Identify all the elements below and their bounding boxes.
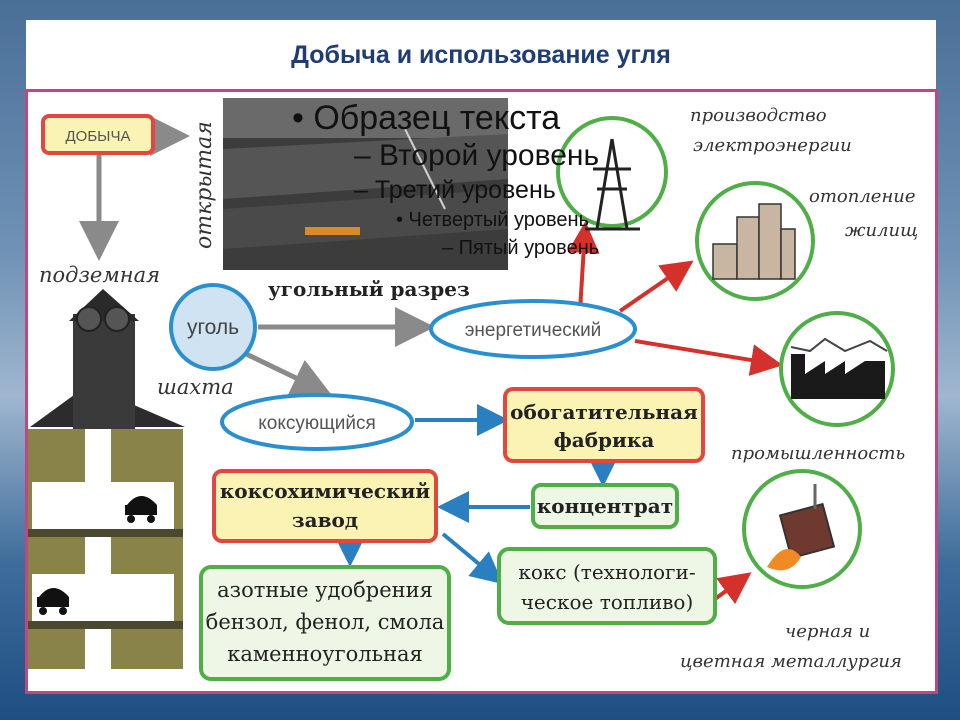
placeholder-level-5: – Пятый уровень bbox=[442, 237, 600, 259]
label-otoplenie-1: отопление bbox=[809, 186, 916, 207]
azot-line1: азотные удобрения bbox=[217, 578, 433, 602]
koks-line1: кокс (технологи- bbox=[518, 560, 695, 584]
label-metall-1: черная и bbox=[785, 621, 870, 642]
power-tower-icon bbox=[585, 138, 640, 231]
obogatitelnaya-line2: фабрика bbox=[554, 428, 655, 452]
kontsentrat-label: концентрат bbox=[537, 494, 673, 518]
ladle-icon bbox=[767, 484, 836, 571]
koksokhim-line1: коксохимический bbox=[220, 479, 431, 503]
node-koksokhim: коксохимический завод bbox=[212, 469, 438, 543]
open-pit-photo bbox=[223, 98, 508, 270]
coal-cart-icon bbox=[125, 496, 157, 523]
label-promyshlennost: промышленность bbox=[731, 443, 905, 464]
koksokhim-line2: завод bbox=[292, 508, 358, 532]
node-azot: азотные удобрения бензол, фенол, смола к… bbox=[199, 565, 451, 681]
energeticheskiy-label: энергетический bbox=[465, 320, 602, 341]
title-band: Добыча и использование угля bbox=[26, 20, 936, 90]
label-otkrytaya: открытая bbox=[192, 121, 217, 249]
factory-icon bbox=[790, 337, 888, 399]
slide-title: Добыча и использование угля bbox=[291, 41, 671, 69]
label-shakhta: шахта bbox=[157, 375, 234, 399]
circle-metallurgy bbox=[742, 469, 862, 589]
label-proizv-2: электроэнергии bbox=[693, 135, 852, 156]
coal-diagram: ДОБЫЧА открытая подземная шахта угольный… bbox=[28, 98, 918, 681]
coal-cart-icon bbox=[37, 588, 69, 615]
node-obogatitelnaya: обогатительная фабрика bbox=[503, 387, 705, 463]
label-podzemnaya: подземная bbox=[39, 263, 160, 287]
label-metall-2: цветная металлургия bbox=[680, 651, 902, 672]
node-ugol: уголь bbox=[169, 283, 257, 371]
label-razrez: угольный разрез bbox=[268, 277, 470, 301]
placeholder-level-3: – Третий уровень bbox=[354, 176, 556, 204]
mine-shaft-illustration bbox=[28, 289, 185, 669]
dobycha-label: ДОБЫЧА bbox=[66, 128, 131, 145]
azot-line3: каменноугольная bbox=[227, 642, 423, 666]
placeholder-outline: • Образец текста – Второй уровень – Трет… bbox=[292, 98, 682, 262]
node-koksuyushchiysya: коксующийся bbox=[220, 393, 414, 451]
ugol-label: уголь bbox=[187, 316, 239, 339]
koks-line2: ческое топливо) bbox=[521, 590, 694, 614]
placeholder-level-2: – Второй уровень bbox=[354, 139, 600, 172]
circle-buildings bbox=[695, 181, 815, 301]
node-energeticheskiy: энергетический bbox=[429, 299, 637, 359]
azot-line2: бензол, фенол, смола bbox=[206, 610, 445, 634]
placeholder-level-4: • Четвертый уровень bbox=[396, 209, 589, 231]
placeholder-level-1: • Образец текста bbox=[292, 99, 561, 137]
node-koks: кокс (технологи- ческое топливо) bbox=[497, 547, 717, 625]
label-otoplenie-2: жилищ bbox=[845, 220, 918, 241]
node-kontsentrat: концентрат bbox=[531, 483, 679, 529]
label-proizv-1: производство bbox=[690, 105, 827, 126]
obogatitelnaya-line1: обогатительная bbox=[510, 400, 698, 424]
node-dobycha: ДОБЫЧА bbox=[41, 114, 155, 155]
buildings-icon bbox=[712, 203, 796, 280]
circle-power-tower bbox=[556, 116, 668, 231]
koksuyushchiysya-label: коксующийся bbox=[258, 413, 376, 434]
circle-factory bbox=[779, 311, 895, 427]
